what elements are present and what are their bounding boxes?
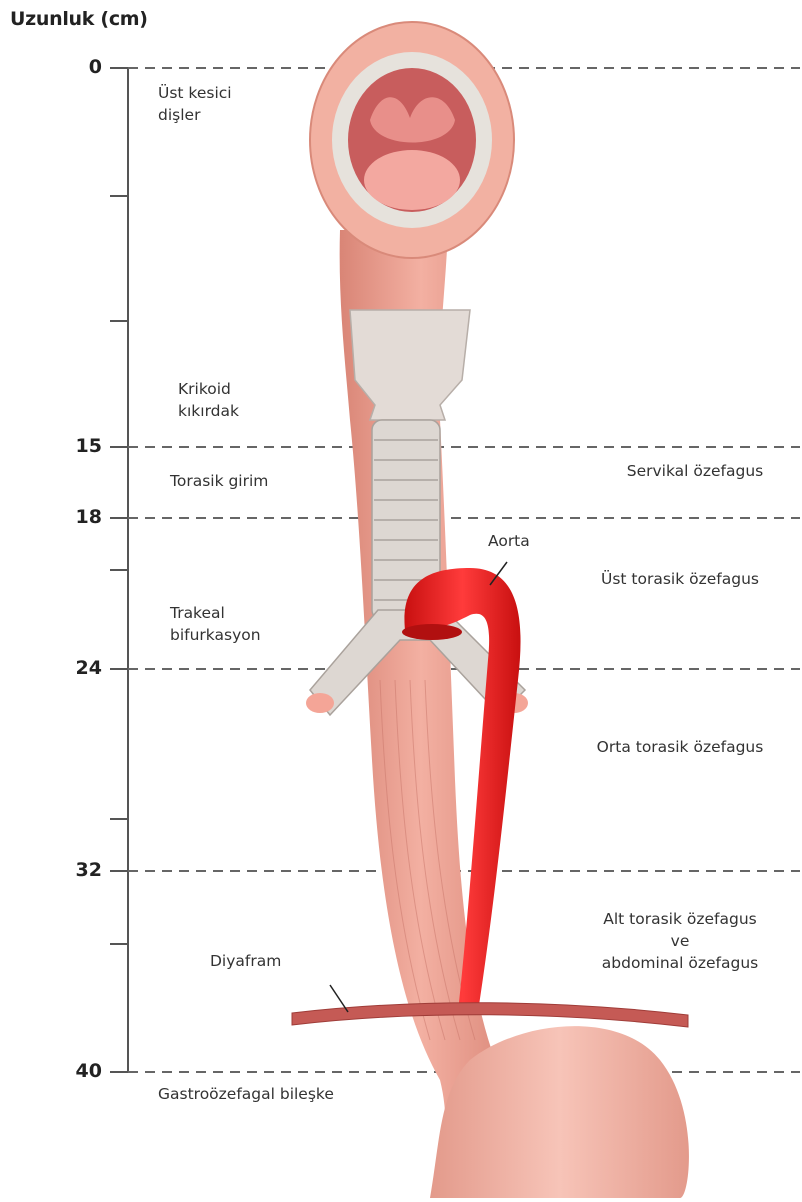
tick-label-40: 40 (42, 1060, 102, 1082)
label-lower-thoracic: Alt torasik özefagus ve abdominal özefag… (560, 908, 800, 974)
mouth (310, 22, 514, 258)
label-tracheal-bifurcation: Trakeal bifurkasyon (170, 602, 261, 646)
aorta-opening (402, 624, 462, 640)
tick-label-18: 18 (42, 506, 102, 528)
label-diaphragm: Diyafram (210, 950, 281, 972)
label-gej: Gastroözefagal bileşke (158, 1083, 334, 1105)
tongue (364, 150, 460, 210)
label-cervical: Servikal özefagus (590, 460, 800, 482)
tick-label-15: 15 (42, 435, 102, 457)
label-upper-incisors: Üst kesici dişler (158, 82, 232, 126)
minor-ticks (110, 68, 128, 1072)
diaphragm (292, 1003, 688, 1027)
label-aorta: Aorta (488, 530, 530, 552)
tick-label-0: 0 (42, 56, 102, 78)
label-cricoid: Krikoid kıkırdak (178, 378, 239, 422)
label-thoracic-inlet: Torasik girim (170, 470, 268, 492)
left-bronchus-opening (306, 693, 334, 713)
tick-label-32: 32 (42, 859, 102, 881)
tick-label-24: 24 (42, 657, 102, 679)
axis-title: Uzunluk (cm) (10, 8, 148, 30)
label-mid-thoracic: Orta torasik özefagus (560, 736, 800, 758)
label-upper-thoracic: Üst torasik özefagus (560, 568, 800, 590)
